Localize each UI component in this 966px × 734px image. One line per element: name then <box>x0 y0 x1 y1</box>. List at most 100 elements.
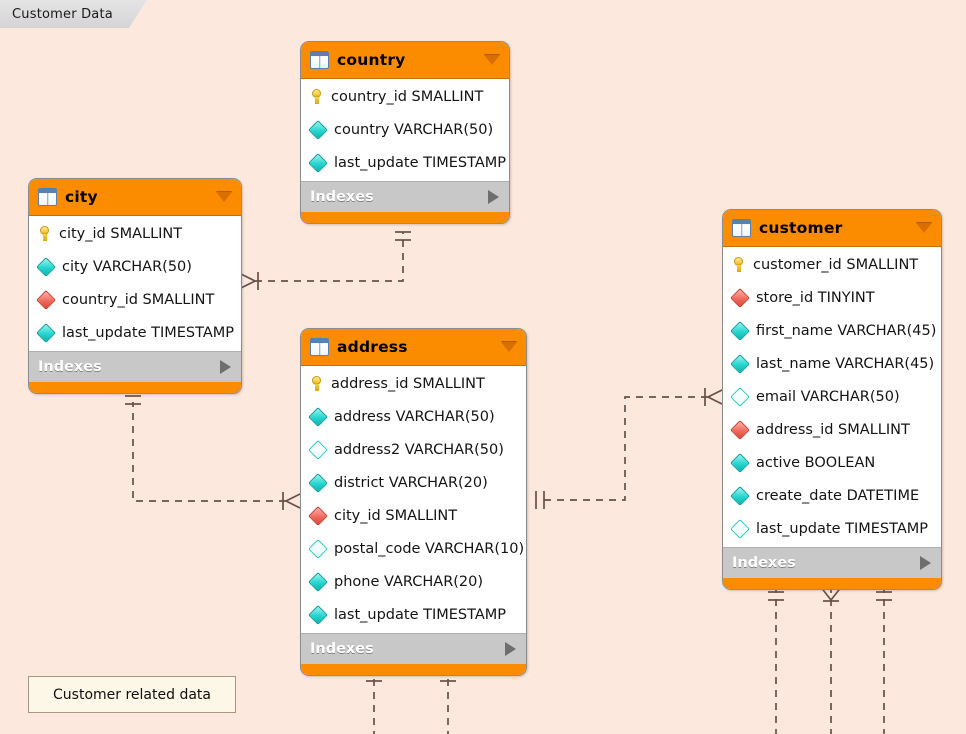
column-row[interactable]: city VARCHAR(50) <box>29 250 241 283</box>
indexes-section-city[interactable]: Indexes <box>29 351 241 382</box>
column-label: address_id SMALLINT <box>331 375 485 392</box>
diamond-null-icon <box>308 439 328 460</box>
table-icon <box>38 188 57 206</box>
column-row[interactable]: last_name VARCHAR(45) <box>723 347 941 380</box>
table-icon <box>732 219 751 237</box>
column-row[interactable]: last_update TIMESTAMP <box>723 512 941 545</box>
indexes-section-country[interactable]: Indexes <box>301 181 509 212</box>
table-footer <box>301 664 526 675</box>
column-row[interactable]: last_update TIMESTAMP <box>301 146 509 179</box>
column-row[interactable]: address_id SMALLINT <box>301 367 526 400</box>
table-icon <box>310 338 329 356</box>
key-icon <box>310 376 323 391</box>
column-row[interactable]: store_id TINYINT <box>723 281 941 314</box>
table-header-address[interactable]: address <box>301 329 526 366</box>
diamond-icon <box>308 472 328 493</box>
table-header-customer[interactable]: customer <box>723 210 941 247</box>
column-row[interactable]: customer_id SMALLINT <box>723 248 941 281</box>
relationship-address-city[interactable] <box>125 395 301 510</box>
table-customer[interactable]: customer customer_id SMALLINT store_id T… <box>722 209 942 590</box>
tab-bar: Customer Data <box>0 0 966 28</box>
key-icon <box>310 89 323 104</box>
column-row[interactable]: address_id SMALLINT <box>723 413 941 446</box>
tab-label: Customer Data <box>12 6 113 22</box>
column-label: city VARCHAR(50) <box>62 258 192 275</box>
chevron-right-icon[interactable] <box>505 642 516 656</box>
diamond-fk-icon <box>730 287 750 308</box>
column-row[interactable]: active BOOLEAN <box>723 446 941 479</box>
column-row[interactable]: create_date DATETIME <box>723 479 941 512</box>
diamond-icon <box>730 452 750 473</box>
column-row[interactable]: phone VARCHAR(20) <box>301 565 526 598</box>
relationship-address-offscreen-a[interactable] <box>366 666 382 734</box>
chevron-right-icon[interactable] <box>920 556 931 570</box>
column-row[interactable]: last_update TIMESTAMP <box>301 598 526 631</box>
table-country[interactable]: country country_id SMALLINT country VARC… <box>300 41 510 224</box>
indexes-label: Indexes <box>38 359 102 375</box>
diamond-fk-icon <box>308 505 328 526</box>
chevron-down-icon[interactable] <box>916 223 932 233</box>
diamond-icon <box>36 256 56 277</box>
note-customer-related-data[interactable]: Customer related data <box>28 676 236 713</box>
table-name: country <box>337 51 406 69</box>
table-footer <box>301 212 509 223</box>
column-list: customer_id SMALLINT store_id TINYINT fi… <box>723 247 941 547</box>
column-row[interactable]: postal_code VARCHAR(10) <box>301 532 526 565</box>
diamond-null-icon <box>730 518 750 539</box>
diamond-icon <box>308 604 328 625</box>
key-icon <box>38 226 51 241</box>
column-row[interactable]: last_update TIMESTAMP <box>29 316 241 349</box>
column-row[interactable]: email VARCHAR(50) <box>723 380 941 413</box>
column-label: district VARCHAR(20) <box>334 474 488 491</box>
column-row[interactable]: country VARCHAR(50) <box>301 113 509 146</box>
column-label: customer_id SMALLINT <box>753 256 919 273</box>
column-row[interactable]: address VARCHAR(50) <box>301 400 526 433</box>
column-row[interactable]: district VARCHAR(20) <box>301 466 526 499</box>
key-icon <box>732 257 745 272</box>
column-row[interactable]: country_id SMALLINT <box>301 80 509 113</box>
table-footer <box>723 578 941 589</box>
column-row[interactable]: country_id SMALLINT <box>29 283 241 316</box>
column-label: country VARCHAR(50) <box>334 121 494 138</box>
indexes-label: Indexes <box>310 641 374 657</box>
column-label: country_id SMALLINT <box>331 88 484 105</box>
relationship-customer-offscreen-left[interactable] <box>768 586 784 734</box>
relationship-address-offscreen-b[interactable] <box>440 666 456 734</box>
table-name: city <box>65 188 98 206</box>
column-label: last_update TIMESTAMP <box>756 520 929 537</box>
table-city[interactable]: city city_id SMALLINT city VARCHAR(50) c… <box>28 178 242 394</box>
table-name: address <box>337 338 408 356</box>
column-label: last_update TIMESTAMP <box>62 324 235 341</box>
column-label: store_id TINYINT <box>756 289 875 306</box>
chevron-right-icon[interactable] <box>488 190 499 204</box>
column-label: postal_code VARCHAR(10) <box>334 540 525 557</box>
chevron-down-icon[interactable] <box>484 55 500 65</box>
relationship-customer-address[interactable] <box>535 388 723 509</box>
chevron-right-icon[interactable] <box>220 360 231 374</box>
column-label: last_update TIMESTAMP <box>334 154 507 171</box>
table-header-city[interactable]: city <box>29 179 241 216</box>
indexes-section-address[interactable]: Indexes <box>301 633 526 664</box>
relationship-city-country[interactable] <box>240 231 411 290</box>
table-icon <box>310 51 329 69</box>
column-row[interactable]: city_id SMALLINT <box>29 217 241 250</box>
relationship-customer-offscreen-right[interactable] <box>876 586 892 734</box>
column-label: email VARCHAR(50) <box>756 388 900 405</box>
chevron-down-icon[interactable] <box>216 192 232 202</box>
column-list: country_id SMALLINT country VARCHAR(50) … <box>301 79 509 181</box>
diamond-icon <box>308 119 328 140</box>
column-label: last_name VARCHAR(45) <box>756 355 935 372</box>
column-row[interactable]: city_id SMALLINT <box>301 499 526 532</box>
relationship-customer-offscreen-center[interactable] <box>819 585 843 734</box>
table-address[interactable]: address address_id SMALLINT address VARC… <box>300 328 527 676</box>
chevron-down-icon[interactable] <box>501 342 517 352</box>
column-row[interactable]: address2 VARCHAR(50) <box>301 433 526 466</box>
table-header-country[interactable]: country <box>301 42 509 79</box>
tab-customer-data[interactable]: Customer Data <box>0 0 147 28</box>
column-row[interactable]: first_name VARCHAR(45) <box>723 314 941 347</box>
indexes-section-customer[interactable]: Indexes <box>723 547 941 578</box>
column-label: country_id SMALLINT <box>62 291 215 308</box>
column-label: first_name VARCHAR(45) <box>756 322 937 339</box>
